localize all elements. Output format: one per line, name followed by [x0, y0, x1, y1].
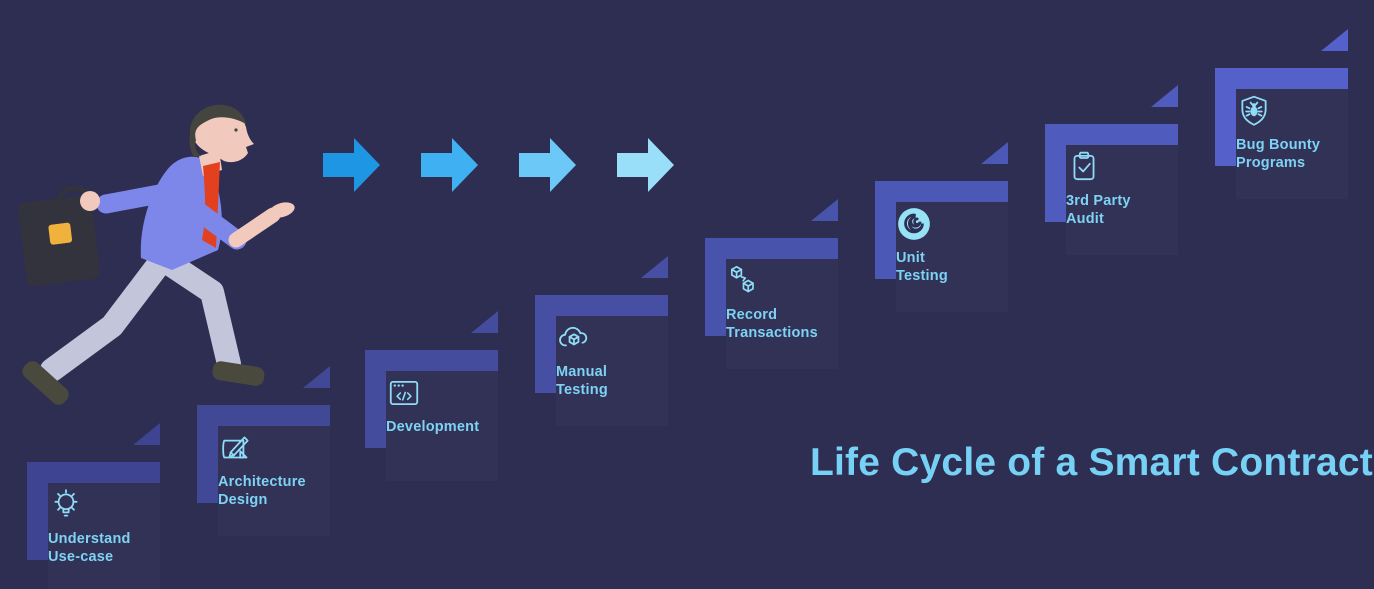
- step-bar-horizontal: [197, 405, 330, 426]
- running-businessman-illustration: [18, 104, 295, 405]
- front-arm-sleeve: [184, 198, 247, 250]
- front-shoe: [212, 361, 265, 386]
- back-leg: [40, 248, 174, 382]
- front-hand: [269, 202, 295, 218]
- shield-bug-icon: [1236, 93, 1272, 129]
- step-bar-vertical: [27, 462, 48, 560]
- swirl-icon: [896, 206, 932, 242]
- step-bar-vertical: [875, 181, 896, 279]
- step-label: Development: [386, 419, 480, 435]
- cloud-cube-icon: [556, 320, 592, 356]
- step-bar-horizontal: [365, 350, 498, 371]
- front-leg: [146, 244, 241, 376]
- lightbulb-icon: [48, 487, 84, 523]
- linked-cubes-icon: [726, 263, 762, 299]
- front-forearm: [228, 207, 281, 248]
- step-bar-vertical: [365, 350, 386, 448]
- step-triangle: [981, 142, 1008, 164]
- step-triangle: [471, 311, 498, 333]
- step-bar-vertical: [197, 405, 218, 503]
- step-bar-horizontal: [1045, 124, 1178, 145]
- clipboard-check-icon: [1066, 149, 1102, 185]
- step-bar-vertical: [1215, 68, 1236, 166]
- step-bar-horizontal: [705, 238, 838, 259]
- step-bar-horizontal: [27, 462, 160, 483]
- back-hand: [80, 191, 100, 211]
- page-title: Life Cycle of a Smart Contract: [810, 441, 1373, 484]
- face: [192, 107, 254, 163]
- step-bar-horizontal: [875, 181, 1008, 202]
- flow-arrow-2: [421, 138, 478, 192]
- flow-arrow-4: [617, 138, 674, 192]
- step-triangle: [1151, 85, 1178, 107]
- code-window-icon: [386, 375, 422, 411]
- blueprint-icon: [218, 430, 254, 466]
- eye: [234, 128, 238, 132]
- hair: [189, 104, 246, 157]
- torso-shirt: [140, 156, 222, 270]
- briefcase: [18, 185, 101, 287]
- step-bar-vertical: [705, 238, 726, 336]
- step-bar-horizontal: [1215, 68, 1348, 89]
- step-bar-vertical: [1045, 124, 1066, 222]
- step-bar-vertical: [535, 295, 556, 393]
- back-shoe: [22, 361, 69, 405]
- step-bar-horizontal: [535, 295, 668, 316]
- step-triangle: [811, 199, 838, 221]
- step-development: Development: [365, 311, 498, 448]
- flow-arrow-1: [323, 138, 380, 192]
- briefcase-clasp: [48, 222, 73, 245]
- flow-arrow-3: [519, 138, 576, 192]
- step-triangle: [641, 256, 668, 278]
- step-triangle: [1321, 29, 1348, 51]
